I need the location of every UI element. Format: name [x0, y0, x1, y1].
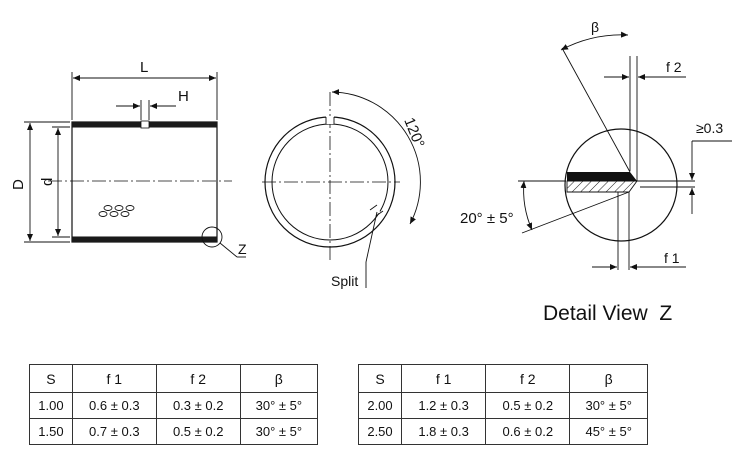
label-f2: f 2 [666, 59, 682, 75]
detail-view-z [518, 31, 732, 270]
cell-f2: 0.5 ± 0.2 [485, 392, 571, 419]
beta-arc [560, 31, 629, 51]
detail-view-title: Detail View Z [543, 302, 672, 325]
cell-s: 1.50 [29, 418, 73, 445]
header-f1: f 1 [71, 364, 157, 393]
cell-s: 2.50 [358, 418, 402, 445]
dimension-H [116, 100, 176, 120]
label-H: H [178, 88, 189, 105]
lubrication-pockets [98, 205, 135, 217]
detail-circle [564, 128, 678, 242]
label-f1: f 1 [664, 250, 680, 266]
cell-beta: 45° ± 5° [569, 418, 648, 445]
label-D: D [10, 179, 27, 190]
cell-f1: 0.7 ± 0.3 [71, 418, 157, 445]
table-row: 2.00 1.2 ± 0.3 0.5 ± 0.2 30° ± 5° [358, 392, 648, 419]
cell-f1: 0.6 ± 0.3 [71, 392, 157, 419]
header-s: S [29, 364, 73, 393]
table-row: 1.00 0.6 ± 0.3 0.3 ± 0.2 30° ± 5° [29, 392, 319, 419]
label-chamfer-angle: 20° ± 5° [460, 210, 514, 227]
label-angle-120: 120° [400, 115, 427, 150]
dimension-d [52, 126, 70, 238]
bushing-side-view [48, 120, 246, 258]
dimension-L [71, 72, 218, 120]
header-beta: β [569, 364, 648, 393]
label-beta: β [591, 19, 599, 35]
cell-f2: 0.3 ± 0.2 [155, 392, 241, 419]
split-gap-side [140, 120, 150, 129]
cell-f2: 0.5 ± 0.2 [155, 418, 241, 445]
detail-liner [567, 172, 637, 181]
label-Z: Z [238, 241, 247, 257]
split-gap-top [326, 116, 334, 124]
cell-s: 1.00 [29, 392, 73, 419]
detail-backing [566, 180, 638, 193]
label-d: d [39, 178, 56, 186]
cell-f1: 1.8 ± 0.3 [400, 418, 487, 445]
header-f1: f 1 [400, 364, 487, 393]
table-row: 2.50 1.8 ± 0.3 0.6 ± 0.2 45° ± 5° [358, 418, 648, 445]
bushing-front-view [262, 89, 421, 288]
spec-table-left: S f 1 f 2 β 1.00 0.6 ± 0.3 0.3 ± 0.2 30°… [29, 364, 319, 445]
split-mark [372, 206, 381, 214]
dimension-D [24, 121, 70, 243]
cell-f1: 1.2 ± 0.3 [400, 392, 487, 419]
cell-beta: 30° ± 5° [239, 418, 319, 445]
cell-s: 2.00 [358, 392, 402, 419]
table-header-row: S f 1 f 2 β [29, 364, 319, 393]
label-gap: ≥0.3 [696, 120, 723, 136]
label-split: Split [331, 273, 358, 289]
header-f2: f 2 [485, 364, 571, 393]
header-beta: β [239, 364, 319, 393]
bushing-outline [71, 121, 218, 243]
label-L: L [140, 59, 148, 76]
cell-f2: 0.6 ± 0.2 [485, 418, 571, 445]
detail-z-circle [201, 226, 223, 248]
header-s: S [358, 364, 402, 393]
angle-120-arc [331, 89, 421, 225]
bottom-liner [72, 237, 217, 242]
table-row: 1.50 0.7 ± 0.3 0.5 ± 0.2 30° ± 5° [29, 418, 319, 445]
chamfer-angle-arc [520, 180, 533, 231]
cell-beta: 30° ± 5° [239, 392, 319, 419]
cell-beta: 30° ± 5° [569, 392, 648, 419]
table-header-row: S f 1 f 2 β [358, 364, 648, 393]
header-f2: f 2 [155, 364, 241, 393]
spec-table-right: S f 1 f 2 β 2.00 1.2 ± 0.3 0.5 ± 0.2 30°… [358, 364, 648, 445]
